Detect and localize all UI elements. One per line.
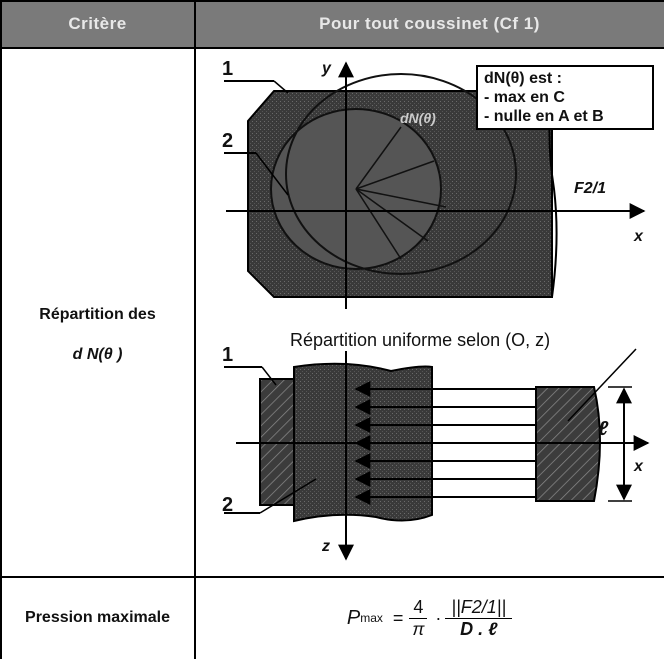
label-2-top: 2 bbox=[222, 130, 234, 152]
formula-eq: = bbox=[392, 607, 404, 628]
note-title: dN(θ) est : bbox=[484, 70, 562, 87]
criterion-pression-maximale: Pression maximale bbox=[0, 577, 195, 659]
x-axis-label-top: x bbox=[634, 228, 643, 245]
header-pour-tout-coussinet: Pour tout coussinet (Cf 1) bbox=[195, 0, 664, 48]
coef-numerator: 4 bbox=[409, 597, 428, 619]
force-label: F2/1 bbox=[574, 180, 607, 197]
label-1-bottom: 1 bbox=[222, 344, 234, 366]
fraction-numerator: ||F2/1|| bbox=[445, 597, 513, 619]
column-divider bbox=[194, 0, 196, 659]
pressure-formula: P max = 4 π · ||F2/1|| D . ℓ bbox=[195, 577, 664, 659]
header-criterion: Critère bbox=[0, 0, 195, 48]
formula-lhs: P bbox=[346, 606, 361, 629]
x-axis-label-bottom: x bbox=[634, 458, 643, 475]
note-line-2: - nulle en A et B bbox=[484, 108, 604, 125]
dN-label: dN(θ) bbox=[400, 110, 436, 126]
formula-fraction: ||F2/1|| D . ℓ bbox=[445, 597, 513, 640]
row-divider bbox=[0, 576, 664, 578]
z-axis-label: z bbox=[322, 538, 330, 555]
fraction-denominator: D . ℓ bbox=[460, 618, 498, 639]
note-line-1: - max en C bbox=[484, 89, 565, 106]
bearing-diagram bbox=[224, 61, 650, 561]
dN-note: dN(θ) est : - max en C - nulle en A et B bbox=[476, 65, 654, 130]
header-divider bbox=[0, 47, 664, 49]
label-2-bottom: 2 bbox=[222, 494, 234, 516]
criterion-repartition: Répartition des d N(θ ) bbox=[0, 290, 195, 380]
criterion-label: Pression maximale bbox=[25, 609, 170, 626]
length-label: ℓ bbox=[598, 418, 609, 440]
y-axis-label: y bbox=[322, 60, 331, 77]
coef-denominator: π bbox=[412, 618, 425, 639]
pressure-distribution bbox=[285, 73, 517, 275]
uniform-caption: Répartition uniforme selon (O, z) bbox=[290, 330, 551, 351]
criterion-line-2: d N(θ ) bbox=[72, 346, 123, 363]
formula-lhs-sub: max bbox=[360, 611, 383, 625]
label-1-top: 1 bbox=[222, 58, 234, 80]
formula-dot: · bbox=[435, 607, 442, 628]
formula-coef: 4 π bbox=[409, 597, 428, 640]
criterion-line-1: Répartition des bbox=[39, 306, 156, 323]
